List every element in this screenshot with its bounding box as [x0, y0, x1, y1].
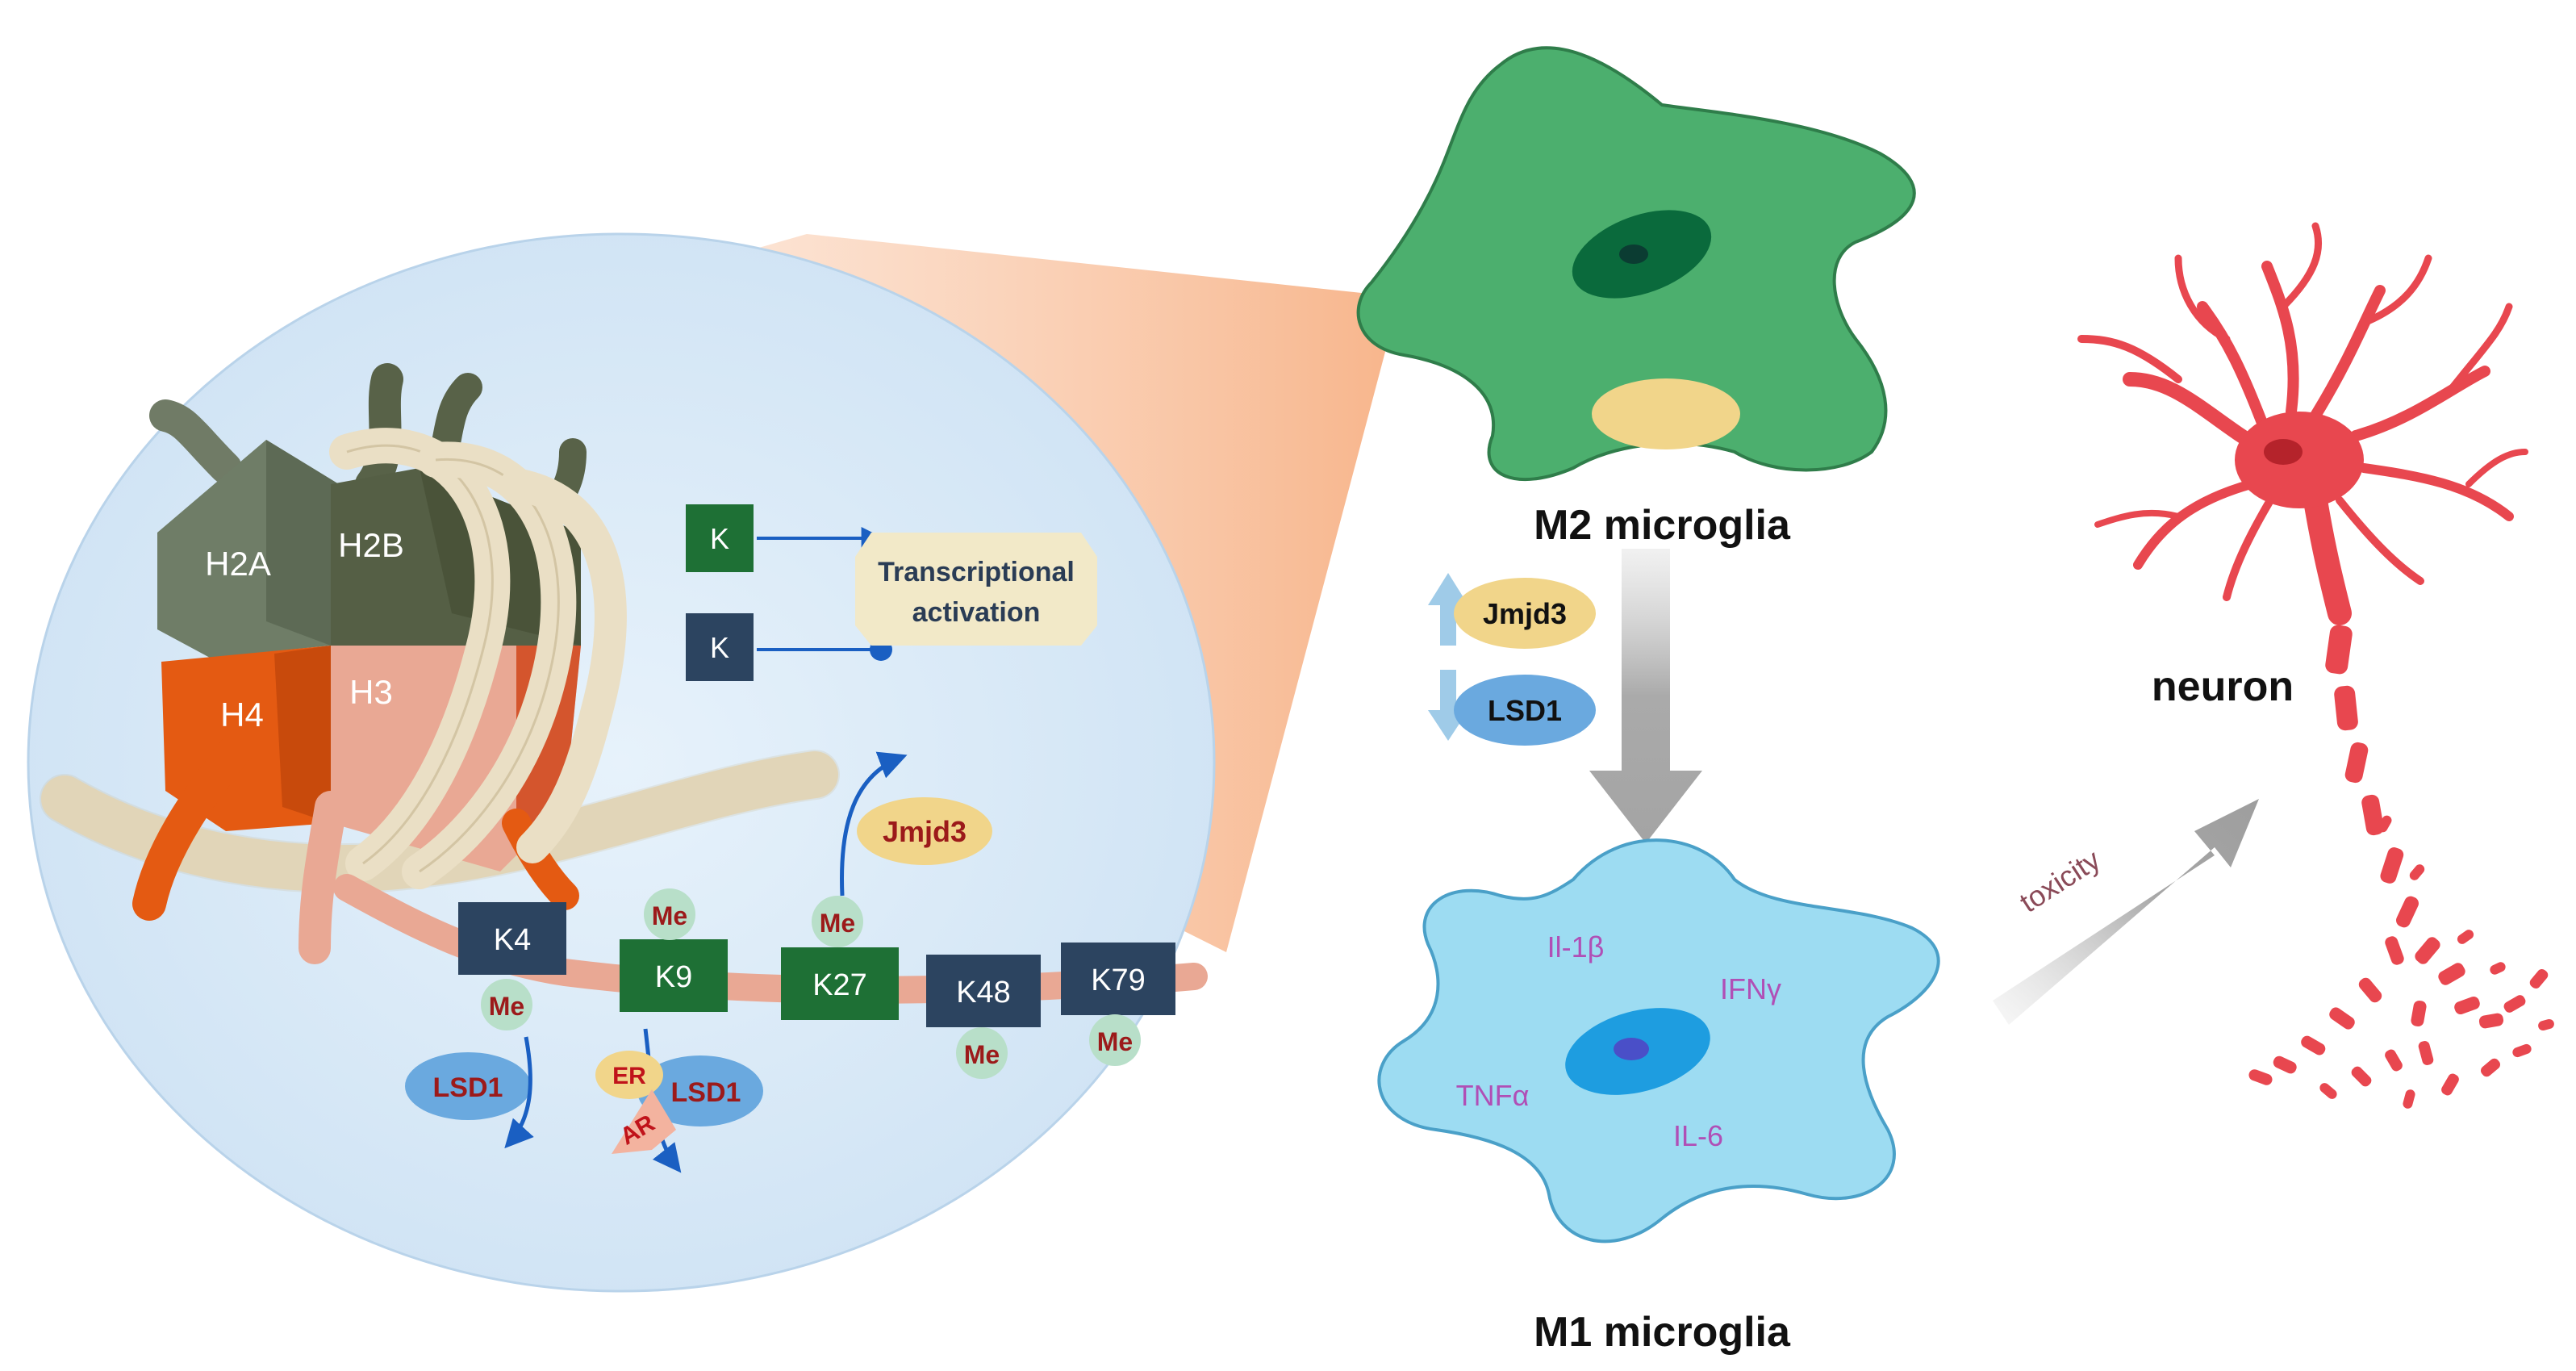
lysine-k79-label: K79	[1091, 963, 1146, 997]
me-mark-k9-label: Me	[652, 901, 687, 930]
jmjd3-nucleosome: Jmjd3	[857, 797, 992, 865]
label-h2a: H2A	[205, 545, 271, 583]
m2-microglia-cell	[1356, 46, 1916, 481]
lysine-k48-label: K48	[956, 976, 1011, 1009]
label-h2b: H2B	[338, 526, 404, 564]
cytokine-tnfa: TNFα	[1456, 1079, 1530, 1112]
er-label: ER	[612, 1063, 646, 1089]
lsd1-down-indicator	[1428, 670, 1468, 741]
lsd1-microglia: LSD1	[1454, 675, 1596, 746]
k27-activation-arrow	[840, 751, 908, 897]
me-mark-k48-label: Me	[964, 1040, 1000, 1069]
me-mark-k48: Me	[956, 1027, 1008, 1079]
m2-vesicle	[1592, 378, 1740, 449]
lysine-k4: K4	[458, 902, 566, 975]
legend-k-repress-box	[686, 613, 754, 681]
jmjd3-microglia-label: Jmjd3	[1483, 597, 1567, 630]
lsd1-microglia-label: LSD1	[1488, 694, 1562, 727]
cytokine-il6: IL-6	[1673, 1119, 1723, 1152]
m1-microglia-cell	[1377, 838, 1940, 1244]
cytokine-il1b: Il-1β	[1547, 930, 1605, 963]
histone-tail-h2a	[149, 399, 242, 484]
legend: K K Transcriptional activation	[686, 504, 1097, 681]
histone-tail-h3-left	[299, 791, 347, 964]
fragmented-axon	[2248, 625, 2554, 1109]
jmjd3-up-indicator	[1428, 573, 1468, 646]
neuron-soma	[2235, 412, 2364, 508]
legend-k-repress-label: K	[710, 631, 729, 664]
label-h3: H3	[349, 673, 393, 711]
m2-nucleolus	[1619, 245, 1648, 264]
jmjd3-nucleosome-label: Jmjd3	[883, 815, 967, 848]
m2-label: M2 microglia	[1534, 502, 1791, 549]
lsd1-k9: LSD1	[637, 1055, 763, 1126]
neuron-nucleus	[2264, 439, 2303, 465]
m1-nucleolus	[1614, 1038, 1649, 1060]
label-h4: H4	[220, 696, 264, 734]
m1-label: M1 microglia	[1534, 1309, 1791, 1356]
er-factor: ER	[595, 1051, 663, 1099]
me-mark-k4: Me	[481, 979, 532, 1030]
me-mark-k79-label: Me	[1097, 1027, 1133, 1056]
histone-tail-h4-right	[502, 809, 579, 910]
legend-outcome-box	[855, 533, 1097, 646]
neuron-label: neuron	[2152, 663, 2294, 710]
nucleosome: H2A H2B H4 H3	[40, 363, 1208, 1004]
legend-outcome-line2: activation	[912, 597, 1041, 628]
lysine-k79: K79	[1061, 943, 1175, 1015]
cytokine-ifng: IFNγ	[1720, 972, 1781, 1005]
lysine-k27-label: K27	[812, 968, 867, 1002]
lysine-k4-label: K4	[494, 923, 531, 957]
m2-to-m1-arrow	[1589, 549, 1702, 843]
legend-outcome-line1: Transcriptional	[878, 557, 1075, 587]
me-mark-k79: Me	[1089, 1014, 1141, 1066]
me-mark-k4-label: Me	[489, 992, 524, 1021]
me-mark-k9: Me	[644, 888, 695, 940]
lysine-k9-label: K9	[655, 960, 692, 994]
dna-wrap-3	[500, 468, 627, 863]
me-mark-k27-label: Me	[820, 909, 855, 938]
lsd1-k9-label: LSD1	[671, 1077, 741, 1108]
legend-k-active-label: K	[710, 522, 729, 555]
neuron-cell	[2077, 222, 2528, 625]
lysine-k48: K48	[926, 955, 1041, 1027]
legend-k-active-box	[686, 504, 754, 572]
histone-tail-h4	[132, 725, 259, 921]
lsd1-k4: LSD1	[405, 1052, 531, 1120]
k4-demethylation-arrow	[504, 1036, 534, 1149]
lysine-k9: K9	[620, 939, 728, 1012]
jmjd3-microglia: Jmjd3	[1454, 578, 1596, 649]
lysine-k27: K27	[781, 947, 899, 1020]
toxicity-arrow	[1993, 799, 2259, 1025]
me-mark-k27: Me	[812, 896, 863, 947]
toxicity-label: toxicity	[2014, 842, 2106, 918]
lsd1-k4-label: LSD1	[433, 1072, 503, 1103]
